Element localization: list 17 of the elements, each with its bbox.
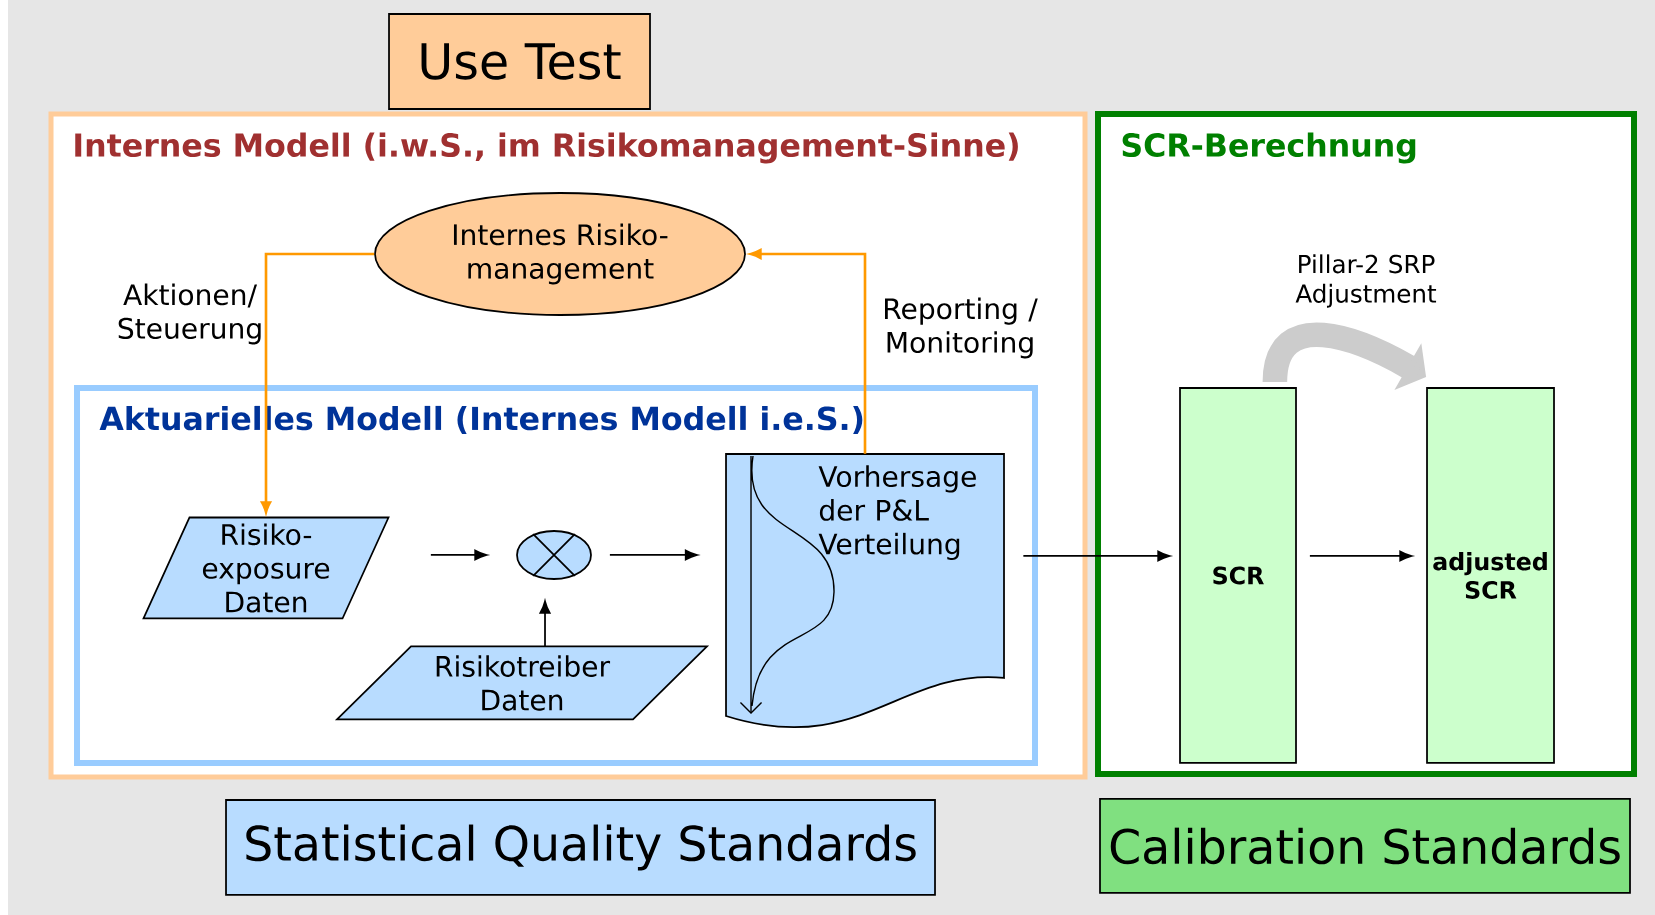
- result-bar: adjusted SCR: [1426, 387, 1555, 764]
- result-bar: SCR: [1179, 387, 1297, 764]
- standard-box: Calibration Standards: [1099, 798, 1631, 894]
- arrow: [1022, 550, 1171, 562]
- standard-box: Statistical Quality Standards: [225, 799, 936, 896]
- standard-box: Use Test: [388, 13, 651, 110]
- arrow: [749, 248, 867, 454]
- edge-label: Reporting / Monitoring: [885, 297, 1038, 359]
- arrow: [609, 549, 699, 561]
- edge-label: Pillar-2 SRP Adjustment: [1295, 254, 1437, 308]
- data-parallelogram: Risiko- exposure Daten: [142, 516, 390, 620]
- multiply-symbol: [516, 530, 592, 580]
- arrow: [1309, 550, 1413, 562]
- arrow: [430, 549, 488, 561]
- arrow: [260, 252, 375, 514]
- edge-label: Aktionen/ Steuerung: [118, 283, 261, 345]
- arrow: [539, 600, 551, 647]
